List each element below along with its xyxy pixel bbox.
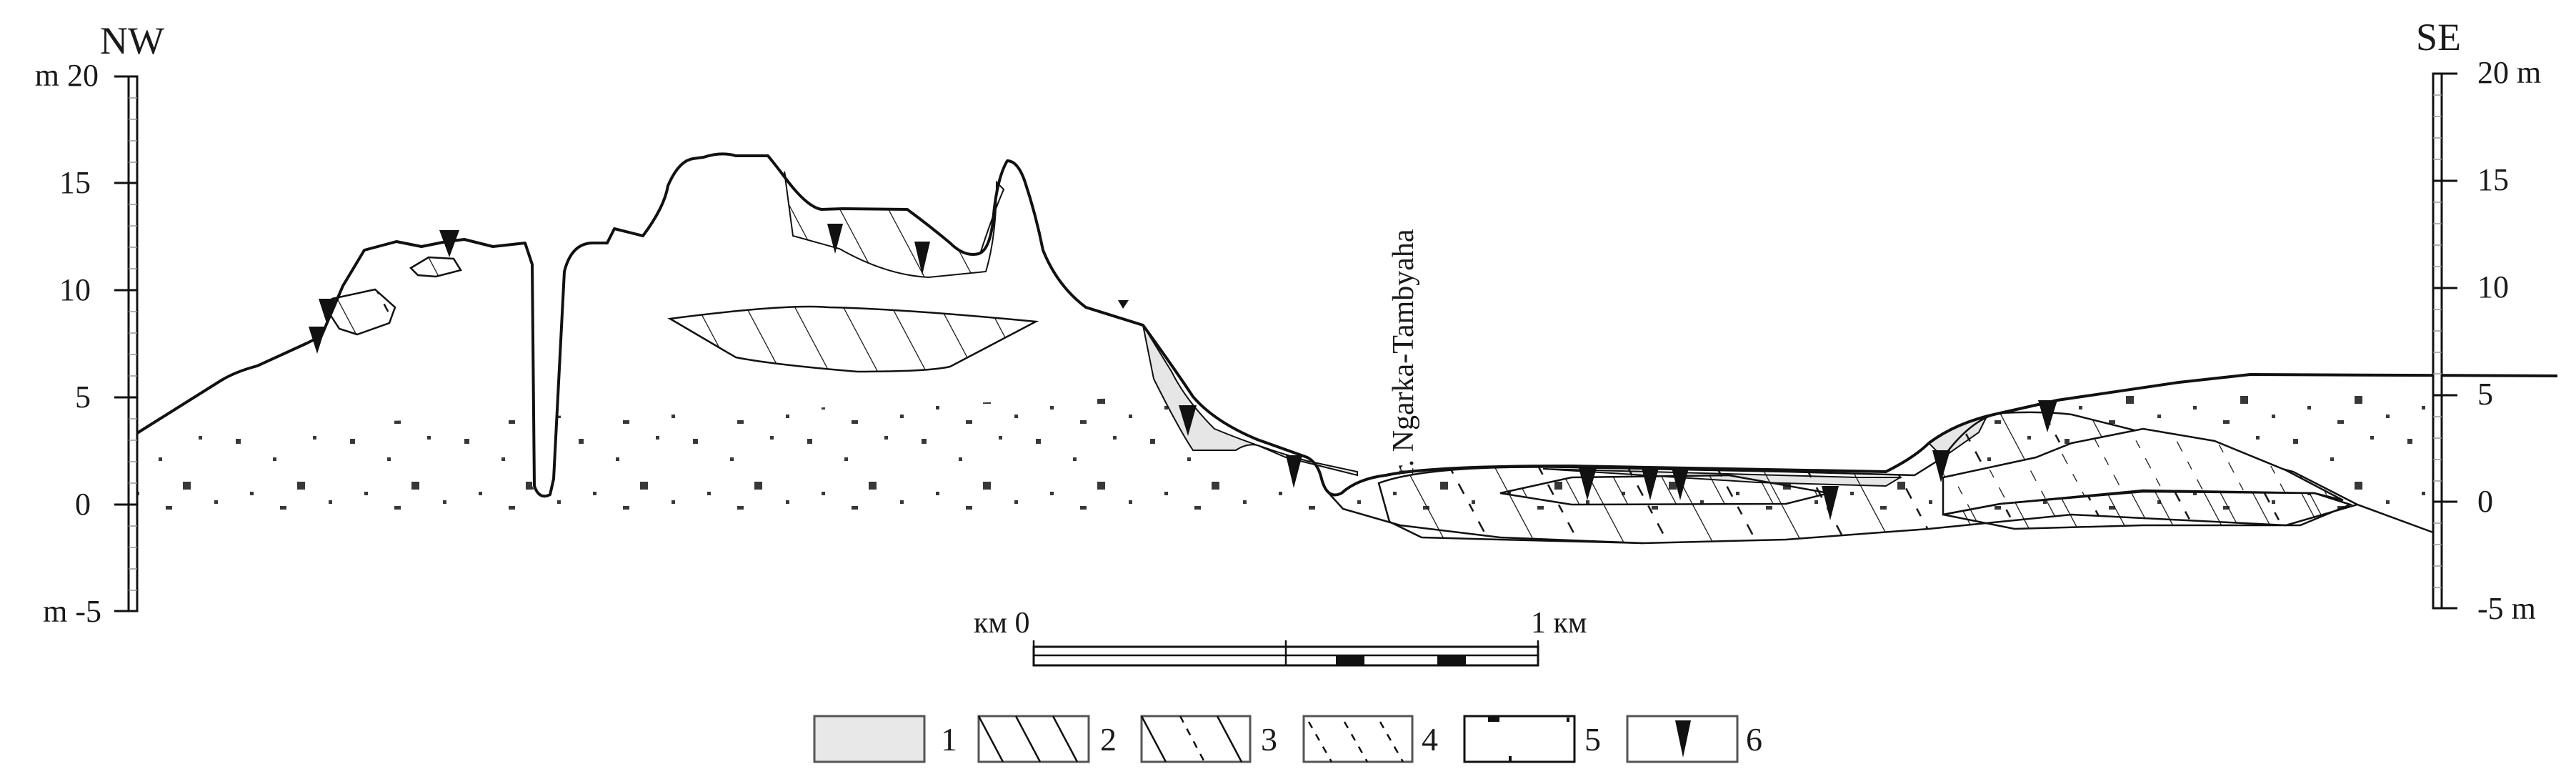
legend-label-3: 3 (1261, 721, 1277, 758)
left-axis-label-20: m 20 (35, 58, 99, 93)
legend-label-5: 5 (1584, 721, 1601, 758)
water-table-marker-icon (1675, 720, 1691, 758)
terrain-surface-line (136, 152, 2558, 498)
left-axis-label-10: 10 (59, 272, 91, 307)
legend-item-4: 4 (1302, 715, 1438, 763)
direction-nw-label: NW (100, 19, 164, 62)
legend-item-1: 1 (813, 715, 957, 763)
right-axis-label-5: 5 (2477, 377, 2493, 412)
scale-bar: км 0 1 км (974, 607, 1587, 667)
legend-item-2: 2 (977, 715, 1117, 763)
legend: 1 2 3 4 (813, 715, 1762, 763)
legend-item-6: 6 (1626, 715, 1762, 763)
legend-item-5: 5 (1463, 715, 1601, 763)
right-axis-label-15: 15 (2477, 162, 2509, 197)
left-axis-label-0: 0 (75, 487, 91, 522)
right-axis-label-minus5: -5 m (2477, 591, 2536, 626)
left-elevation-axis (114, 75, 139, 612)
river-label: r. Ngarka-Tambyaha (1387, 229, 1420, 475)
left-axis-label-minus5: m -5 (43, 594, 101, 629)
hatched-lens-solid (667, 305, 1039, 373)
gray-fill-layer (1142, 324, 1358, 477)
water-table-markers (309, 224, 2057, 520)
left-axis-label-5: 5 (75, 379, 91, 415)
scale-right-label: 1 км (1531, 607, 1587, 640)
right-elevation-axis (2432, 72, 2457, 610)
right-axis-label-0: 0 (2477, 484, 2493, 519)
legend-label-6: 6 (1746, 721, 1762, 758)
legend-label-2: 2 (1100, 721, 1117, 758)
legend-label-1: 1 (941, 721, 957, 758)
left-axis-label-15: 15 (59, 165, 91, 200)
right-axis-label-10: 10 (2477, 269, 2509, 304)
scale-left-label: км 0 (974, 607, 1029, 640)
legend-label-4: 4 (1422, 721, 1438, 758)
right-axis-label-20: 20 m (2477, 55, 2541, 90)
legend-item-3: 3 (1140, 715, 1277, 763)
direction-se-label: SE (2416, 16, 2461, 59)
